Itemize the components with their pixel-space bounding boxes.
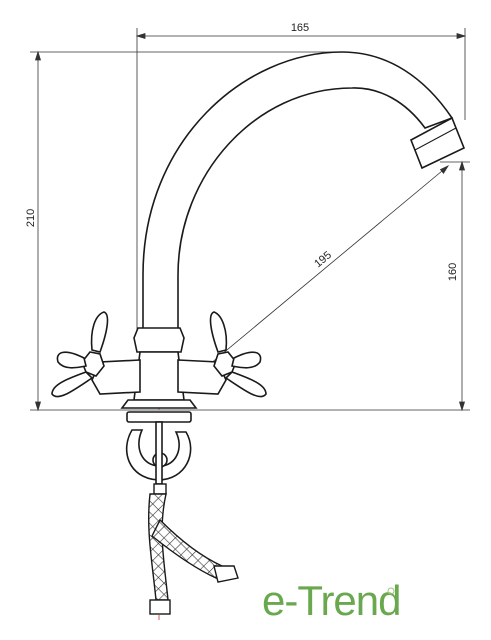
arrow-icon [458,401,466,412]
dimension-label-reach: 195 [312,249,334,270]
mixer-stem [133,351,185,401]
dimension-label-width: 165 [291,22,309,34]
hose-fitting-side [213,565,239,583]
hose-fitting-bottom [149,599,171,615]
handle-right [177,311,267,398]
handle-left [51,311,141,398]
arrow-icon [456,32,467,40]
hose-diagonal [151,518,223,579]
arrow-icon [34,401,42,412]
dimension-spout-height-group [440,160,470,412]
valve-body-left [91,359,141,395]
aerator [409,116,466,170]
hose-connector-top [153,483,167,495]
spout [142,51,466,331]
arrow-icon [439,165,450,174]
arrow-icon [34,50,42,61]
mounting-hardware [125,411,192,485]
handle-arm-top-left [90,311,109,353]
arrow-icon [135,32,146,40]
handle-arm-bottom-right [224,371,267,398]
handle-arm-bottom-left [51,371,94,398]
handle-arm-left-left [56,351,87,369]
handle-arm-top-right [209,311,228,353]
horseshoe-bracket [125,429,192,481]
brand-logo: e-Trend [262,577,402,624]
aerator-ring [414,127,457,151]
base-flange [120,399,198,409]
mounting-washer [126,411,192,423]
swivel-nut [133,327,185,353]
dimension-width-group [135,28,467,330]
flexible-hoses [148,483,239,615]
spout-body [142,51,454,331]
handle-arm-right-right [231,351,262,369]
dimension-label-spout-height: 160 [447,263,459,281]
wifi-icon [387,587,395,595]
dimension-height-group [30,50,470,412]
faucet-body [120,327,198,409]
valve-body-right [177,359,227,395]
threaded-rod [155,421,163,485]
dimension-label-total-height: 210 [25,209,37,227]
arrow-icon [458,160,466,171]
